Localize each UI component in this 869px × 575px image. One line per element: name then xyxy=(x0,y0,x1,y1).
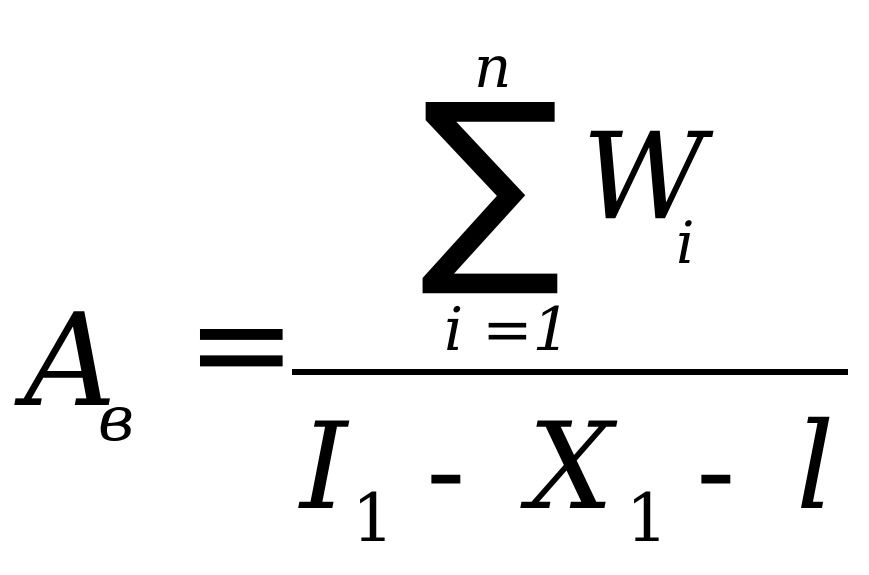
denominator-term-2-subscript: 1 xyxy=(626,480,668,557)
denominator-term-1: I xyxy=(300,398,348,537)
sum-upper-limit: n xyxy=(474,33,512,101)
denominator-term-1-subscript: 1 xyxy=(352,480,394,557)
lhs-subscript: в xyxy=(98,382,135,455)
denominator-term-3: l xyxy=(796,398,835,537)
fraction-bar xyxy=(292,369,848,375)
minus-sign-1: - xyxy=(426,407,466,535)
sum-term-subscript: i xyxy=(676,209,695,277)
summation-sign: ∑ xyxy=(420,58,562,303)
equals-sign: = xyxy=(186,267,297,421)
sum-lower-limit: i =1 xyxy=(444,295,571,365)
minus-sign-2: - xyxy=(696,407,736,535)
lhs-symbol: A xyxy=(24,287,117,436)
denominator-term-2: X xyxy=(528,398,614,537)
sum-term: W xyxy=(582,108,706,247)
